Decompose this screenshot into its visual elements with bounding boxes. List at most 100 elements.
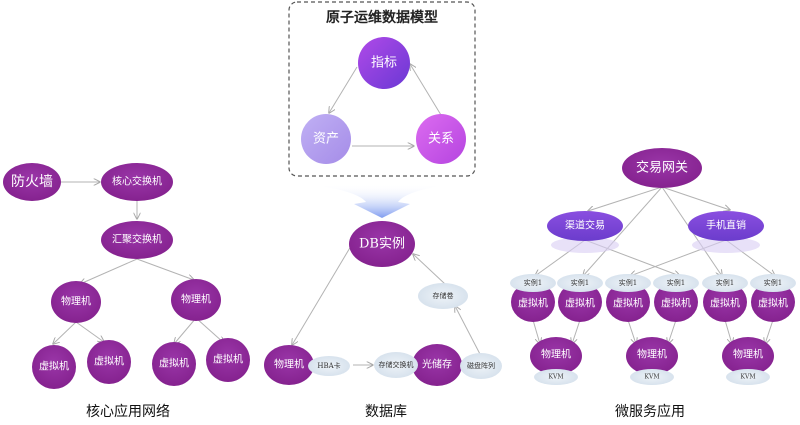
node-asset	[301, 114, 351, 164]
node-channel-trade-label: 渠道交易	[565, 219, 605, 232]
node-virtual-machine-label: 虚拟机	[613, 297, 643, 310]
node-physical	[171, 279, 221, 321]
node-relation-label: 关系	[428, 132, 454, 147]
node-virtual	[32, 345, 76, 389]
node-virtual-machine-label: 虚拟机	[565, 297, 595, 310]
node-physical-label: 物理机	[181, 293, 211, 306]
node-virtual-machine	[606, 282, 650, 322]
node-optical-storage-label: 光储存	[422, 358, 452, 371]
shadow	[692, 237, 760, 253]
node-virtual	[152, 342, 196, 386]
atomic-data-model-panel: 原子运维数据模型 指标 资产 关系	[288, 1, 476, 177]
tag-instance-label: 实例1	[716, 278, 734, 287]
tag-disk-array	[460, 353, 502, 379]
tag-instance	[510, 274, 556, 292]
node-mobile-direct	[688, 211, 764, 241]
caption-core-network: 核心应用网络	[86, 403, 170, 420]
node-trade-gateway-label: 交易网关	[636, 160, 688, 176]
tag-instance-label: 实例1	[571, 278, 589, 287]
edge	[136, 258, 194, 280]
model-dashed-border	[288, 1, 476, 177]
node-physical-label: 物理机	[637, 348, 667, 361]
node-metric	[358, 37, 410, 89]
tag-storage-switch-label: 存储交换机	[379, 360, 414, 369]
edge	[413, 254, 446, 285]
node-virtual-machine-label: 虚拟机	[661, 297, 691, 310]
tag-kvm-label: KVM	[741, 374, 756, 381]
tag-storage-volume-label: 存储卷	[433, 291, 454, 300]
edge	[724, 319, 732, 344]
tag-instance-label: 实例1	[619, 278, 637, 287]
edge	[195, 317, 224, 343]
edge	[80, 258, 138, 284]
node-physical-label: 物理机	[541, 348, 571, 361]
model-title: 原子运维数据模型	[326, 9, 438, 26]
node-virtual-label: 虚拟机	[39, 360, 69, 373]
tag-hba-card-label: HBA卡	[317, 361, 340, 370]
tag-instance	[702, 274, 748, 292]
tag-kvm-label: KVM	[549, 374, 564, 381]
edge	[765, 319, 774, 344]
edge	[455, 306, 482, 357]
node-firewall-label: 防火墙	[11, 174, 53, 190]
node-asset-label: 资产	[313, 132, 339, 147]
edge	[75, 321, 104, 342]
edge	[627, 319, 636, 344]
microservice-diagram: 交易网关 渠道交易 手机直销 虚拟机 实例1 虚拟机 实例1 虚拟机 实例1 虚拟机 实例1 虚…	[510, 148, 796, 385]
node-trade-gateway	[622, 148, 702, 188]
edge	[174, 317, 197, 344]
tag-instance-label: 实例1	[764, 278, 782, 287]
node-physical-label: 物理机	[733, 348, 763, 361]
edge	[583, 186, 663, 276]
node-relation	[416, 114, 466, 164]
node-physical	[264, 345, 314, 385]
node-virtual-label: 虚拟机	[159, 357, 189, 370]
tag-instance-label: 实例1	[524, 278, 542, 287]
edge	[572, 319, 581, 344]
node-optical-storage	[412, 344, 462, 386]
tag-kvm	[534, 369, 578, 385]
node-virtual-machine-label: 虚拟机	[758, 297, 788, 310]
shadow	[551, 237, 619, 253]
tag-storage-volume	[418, 283, 468, 309]
node-virtual-machine-label: 虚拟机	[710, 297, 740, 310]
physical-group: 物理机 KVM 物理机 KVM 物理机 KVM	[530, 337, 774, 385]
tag-hba-card	[308, 356, 350, 376]
node-agg-switch-label: 汇聚交换机	[112, 233, 162, 246]
caption-database: 数据库	[365, 404, 407, 420]
node-db-instance-label: DB实例	[359, 237, 405, 252]
edge	[53, 321, 77, 344]
node-virtual-machine	[558, 282, 602, 322]
node-physical-label: 物理机	[274, 358, 304, 371]
node-virtual-machine	[511, 282, 555, 322]
down-arrow-icon	[320, 184, 440, 218]
node-core-switch	[101, 163, 173, 201]
node-mobile-direct-label: 手机直销	[706, 219, 746, 232]
node-virtual-label: 虚拟机	[94, 355, 124, 368]
node-physical	[722, 337, 774, 375]
edge	[668, 319, 677, 344]
node-physical-label: 物理机	[61, 295, 91, 308]
tag-kvm-label: KVM	[645, 374, 660, 381]
tag-instance	[605, 274, 651, 292]
tag-kvm	[630, 369, 674, 385]
database-diagram: DB实例 物理机 HBA卡 光储存 存储交换机 磁盘阵列 存储卷	[264, 221, 502, 386]
node-firewall	[3, 163, 61, 201]
node-physical	[51, 281, 101, 323]
tag-storage-switch	[374, 352, 418, 378]
edge	[532, 319, 540, 344]
tag-instance-label: 实例1	[667, 278, 685, 287]
node-virtual	[87, 340, 131, 384]
node-virtual-label: 虚拟机	[213, 353, 243, 366]
tag-disk-array-label: 磁盘阵列	[467, 361, 495, 370]
node-agg-switch	[101, 221, 173, 259]
edge-metric-asset	[329, 66, 358, 113]
node-db-instance	[349, 221, 415, 267]
node-virtual-machine	[654, 282, 698, 322]
node-channel-trade	[547, 211, 623, 241]
tag-instance	[653, 274, 699, 292]
edge	[661, 186, 730, 210]
node-physical	[626, 337, 678, 375]
node-metric-label: 指标	[371, 56, 397, 71]
core-network-diagram: 防火墙 核心交换机 汇聚交换机 物理机 物理机 虚拟机 虚拟机 虚拟机 虚拟机	[3, 163, 250, 389]
